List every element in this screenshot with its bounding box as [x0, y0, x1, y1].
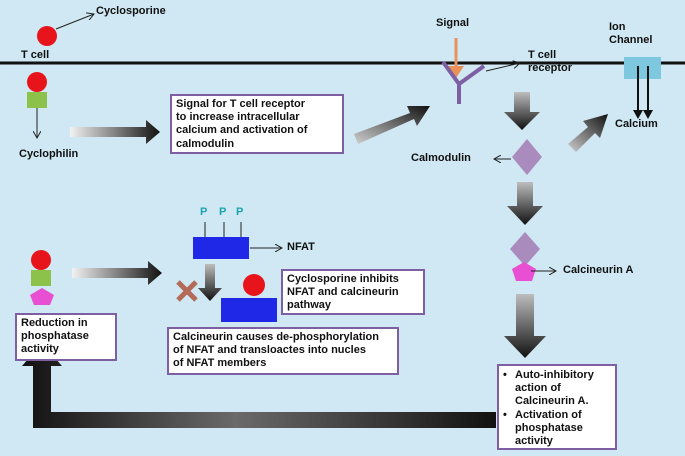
left-calcineurin-pentagon — [30, 288, 54, 305]
receptor-label-line-1: T cell — [528, 49, 557, 61]
reduction-box-line-2: phosphatase — [21, 330, 89, 343]
phosphate-label-1: P — [200, 206, 208, 218]
arrow-calcineurin-to-auto-box — [504, 294, 546, 358]
inhibits-box-line-3: pathway — [287, 299, 332, 312]
inhibition-x-mark — [176, 280, 198, 302]
phosphate-label-2: P — [219, 206, 227, 218]
arrow-calmodulin-to-calcineurin — [507, 182, 543, 225]
calmodulin-label: Calmodulin — [411, 152, 471, 164]
auto-item-2-line-3: activity — [515, 434, 553, 447]
t-cell-label: T cell — [21, 49, 50, 61]
calcium-label: Calcium — [615, 118, 658, 130]
auto-item-1-text-1: Auto-inhibitory — [515, 369, 594, 381]
calcineurin-dephosphorylation-box: Calcineurin causes de-phosphorylation of… — [167, 327, 399, 375]
cyclosporine-pointer — [55, 14, 94, 30]
calcineurin-diamond — [510, 232, 540, 266]
nfat-dephosphorylated-rect — [221, 298, 277, 322]
cyclophilin-label: Cyclophilin — [19, 148, 79, 160]
left-cyclophilin-square — [31, 270, 51, 286]
ion-channel-rect — [624, 57, 661, 79]
t-cell-receptor-label: T cell receptor — [528, 49, 572, 74]
auto-item-1-line-1: • Auto-inhibitory — [503, 369, 611, 382]
nfat-label: NFAT — [287, 241, 315, 253]
reduction-phosphatase-box: Reduction in phosphatase activity — [15, 313, 117, 361]
arrow-complex-to-nfat — [72, 261, 162, 285]
signal-info-box: Signal for T cell receptor to increase i… — [170, 94, 344, 154]
nfat-cyclosporine-circle — [243, 274, 265, 296]
arrow-signal-box-to-receptor — [354, 106, 430, 144]
signal-box-line-2: to increase intracellular — [176, 111, 300, 124]
cyclosporine-label: Cyclosporine — [96, 5, 166, 17]
nfat-phosphorylated-rect — [193, 237, 249, 259]
arrow-receptor-to-calmodulin — [504, 92, 540, 130]
calcineurin-box-line-2: of NFAT and transloactes into nucles — [173, 344, 366, 357]
auto-item-2-text-1: Activation of — [515, 408, 582, 421]
cyclosporine-inhibits-box: Cyclosporine inhibits NFAT and calcineur… — [281, 269, 425, 315]
calcineurin-a-label: Calcineurin A — [563, 264, 634, 276]
calmodulin-diamond — [512, 139, 542, 175]
auto-item-1-line-3: Calcineurin A. — [515, 395, 589, 408]
ion-channel-label: Ion Channel — [609, 21, 652, 46]
phosphate-label-3: P — [236, 206, 244, 218]
left-cyclosporine-circle — [31, 250, 51, 270]
signal-box-line-4: calmodulin — [176, 137, 235, 150]
membrane-cyclosporine-circle — [27, 72, 47, 92]
bullet-dot-2: • — [503, 408, 507, 421]
bullet-dot-1: • — [503, 369, 507, 381]
ion-channel-arrowhead-1 — [633, 110, 643, 119]
auto-item-2-line-2: phosphatase — [515, 421, 583, 434]
auto-inhibitory-box: • Auto-inhibitory action of Calcineurin A… — [497, 364, 617, 450]
signal-box-line-3: calcium and activation of — [176, 124, 308, 137]
inhibits-box-line-2: NFAT and calcineurin — [287, 286, 399, 299]
receptor-pointer — [485, 63, 520, 72]
ion-channel-arrowhead-2 — [643, 110, 653, 119]
arrow-cyclophilin-to-signal-box — [70, 120, 160, 144]
inhibits-box-line-1: Cyclosporine inhibits — [287, 273, 399, 285]
arrow-calmodulin-to-calcium — [568, 114, 608, 152]
signal-arrow-head — [448, 66, 464, 78]
auto-item-1-line-2: action of — [515, 382, 561, 395]
reduction-box-line-1: Reduction in — [21, 317, 88, 329]
arrow-bottom-return — [22, 343, 496, 428]
calcineurin-a-pentagon — [512, 262, 536, 281]
calcineurin-box-line-3: of NFAT members — [173, 357, 267, 370]
t-cell-receptor-shape — [441, 60, 486, 104]
calcineurin-box-line-1: Calcineurin causes de-phosphorylation — [173, 331, 379, 343]
ion-channel-label-line-1: Ion — [609, 21, 626, 33]
arrow-nfat-dephosphorylation — [198, 264, 222, 301]
ion-channel-label-line-2: Channel — [609, 33, 653, 46]
receptor-label-line-2: receptor — [528, 61, 573, 74]
signal-box-line-1: Signal for T cell receptor — [176, 98, 305, 110]
signal-label: Signal — [436, 17, 470, 29]
auto-item-2-line-1: • Activation of — [503, 409, 611, 422]
cyclophilin-square — [27, 92, 47, 108]
reduction-box-line-3: activity — [21, 343, 59, 356]
cyclosporine-circle — [37, 26, 57, 46]
